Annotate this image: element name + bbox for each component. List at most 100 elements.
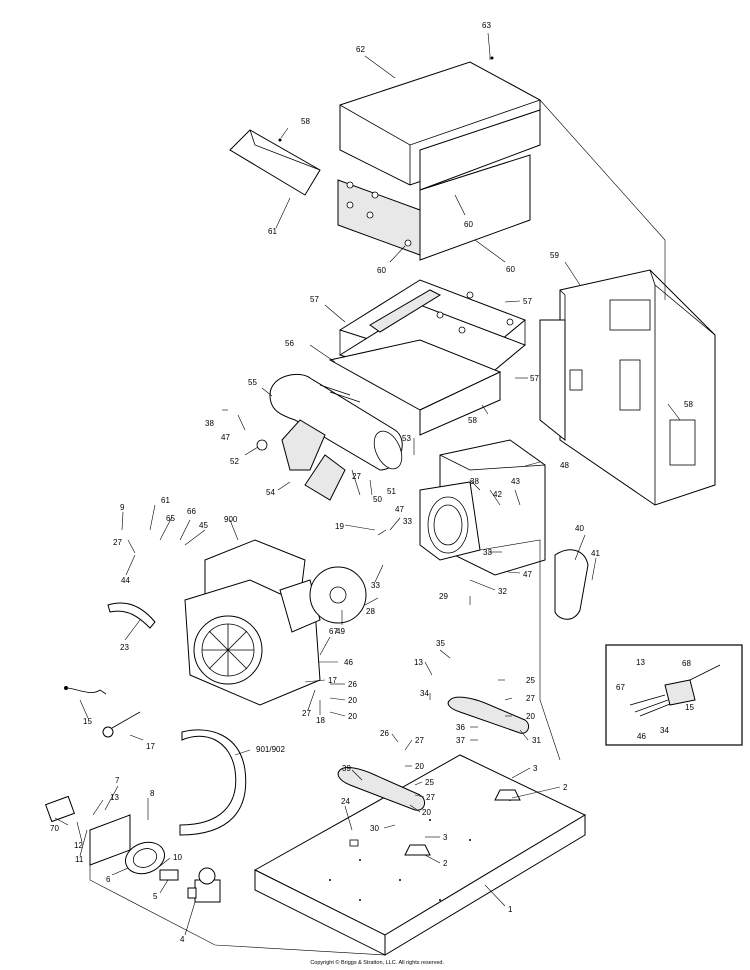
callout-19: 19 xyxy=(335,522,344,531)
callout-1: 1 xyxy=(508,905,513,914)
callout-27: 27 xyxy=(302,709,311,718)
callout-41: 41 xyxy=(591,549,600,558)
callout-6: 6 xyxy=(106,875,111,884)
callout-3: 3 xyxy=(443,833,448,842)
callout-37: 37 xyxy=(456,736,465,745)
callout-8: 8 xyxy=(150,789,155,798)
callout-44: 44 xyxy=(121,576,130,585)
callout-29: 29 xyxy=(439,592,448,601)
callout-24: 24 xyxy=(341,797,350,806)
callout-35: 35 xyxy=(436,639,445,648)
muffler xyxy=(256,373,403,501)
callout-2: 2 xyxy=(563,783,568,792)
callout-57: 57 xyxy=(523,297,532,306)
callout-65: 65 xyxy=(166,514,175,523)
callout-20: 20 xyxy=(526,712,535,721)
callout-55: 55 xyxy=(248,378,257,387)
callout-58: 58 xyxy=(301,117,310,126)
callout-9: 9 xyxy=(120,503,125,512)
detail-inset xyxy=(605,644,743,746)
callout-36: 36 xyxy=(456,723,465,732)
gas-regulator xyxy=(89,814,179,881)
callout-38: 38 xyxy=(470,477,479,486)
gas-valve xyxy=(187,867,221,903)
callout-62: 62 xyxy=(356,45,365,54)
callout-26: 26 xyxy=(380,729,389,738)
exhaust-hose xyxy=(179,729,247,836)
inset-callout-15: 15 xyxy=(685,703,694,712)
inset-callout-67: 67 xyxy=(616,683,625,692)
callout-33: 33 xyxy=(403,517,412,526)
callout-31: 31 xyxy=(532,736,541,745)
callout-7: 7 xyxy=(115,776,120,785)
callout-38: 38 xyxy=(205,419,214,428)
callout-28: 28 xyxy=(366,607,375,616)
callout-46: 46 xyxy=(344,658,353,667)
callout-20: 20 xyxy=(422,808,431,817)
callout-11: 11 xyxy=(75,855,84,864)
oil-drain-cap xyxy=(102,726,114,738)
inset-callout-34: 34 xyxy=(660,726,669,735)
callout-27: 27 xyxy=(426,793,435,802)
callout-3: 3 xyxy=(533,764,538,773)
air-guide xyxy=(229,129,321,196)
copyright-notice: Copyright © Briggs & Stratton, LLC. All … xyxy=(310,960,444,966)
breather-hose xyxy=(107,602,156,629)
callout-54: 54 xyxy=(266,488,275,497)
callout-42: 42 xyxy=(493,490,502,499)
callout-20: 20 xyxy=(348,696,357,705)
callout-23: 23 xyxy=(120,643,129,652)
callout-60: 60 xyxy=(506,265,515,274)
callout-2: 2 xyxy=(443,859,448,868)
callout-39: 39 xyxy=(342,764,351,773)
callout-18: 18 xyxy=(316,716,325,725)
callout-59: 59 xyxy=(550,251,559,260)
callout-63: 63 xyxy=(482,21,491,30)
callout-10: 10 xyxy=(173,853,182,862)
callout-17: 17 xyxy=(328,676,337,685)
callout-53: 53 xyxy=(402,434,411,443)
callout-33: 33 xyxy=(371,581,380,590)
callout-27: 27 xyxy=(415,736,424,745)
inset-callout-68: 68 xyxy=(682,659,691,668)
callout-27: 27 xyxy=(526,694,535,703)
callout-12: 12 xyxy=(74,841,83,850)
wire-harness xyxy=(67,687,107,695)
callout-49: 49 xyxy=(336,627,345,636)
callout-27: 27 xyxy=(352,472,361,481)
callout-27: 27 xyxy=(113,538,122,547)
callout-15: 15 xyxy=(83,717,92,726)
callout-67: 67 xyxy=(329,627,338,636)
callout-47: 47 xyxy=(523,570,532,579)
callout-50: 50 xyxy=(373,495,382,504)
callout-4: 4 xyxy=(180,935,185,944)
callout-60: 60 xyxy=(377,266,386,275)
callout-66: 66 xyxy=(187,507,196,516)
callout-47: 47 xyxy=(221,433,230,442)
callout-20: 20 xyxy=(415,762,424,771)
cover-panels xyxy=(328,279,526,436)
callout-13: 13 xyxy=(414,658,423,667)
callout-45: 45 xyxy=(199,521,208,530)
callout-60: 60 xyxy=(464,220,473,229)
callout-34: 34 xyxy=(420,689,429,698)
inset-callout-46: 46 xyxy=(637,732,646,741)
side-panel xyxy=(539,269,716,506)
callout-52: 52 xyxy=(230,457,239,466)
callout-43: 43 xyxy=(511,477,520,486)
callout-33: 33 xyxy=(483,548,492,557)
callout-70: 70 xyxy=(50,824,59,833)
callout-20: 20 xyxy=(348,712,357,721)
callout-48: 48 xyxy=(560,461,569,470)
callout-47: 47 xyxy=(395,505,404,514)
callout-40: 40 xyxy=(575,524,584,533)
inset-callout-13: 13 xyxy=(636,658,645,667)
callout-61: 61 xyxy=(161,496,170,505)
callout-901-902: 901/902 xyxy=(256,745,285,754)
callout-58: 58 xyxy=(468,416,477,425)
callout-labels: 63 62 58 61 60 60 60 59 57 57 57 56 58 5… xyxy=(50,21,694,944)
callout-58: 58 xyxy=(684,400,693,409)
callout-51: 51 xyxy=(387,487,396,496)
callout-13: 13 xyxy=(110,793,119,802)
